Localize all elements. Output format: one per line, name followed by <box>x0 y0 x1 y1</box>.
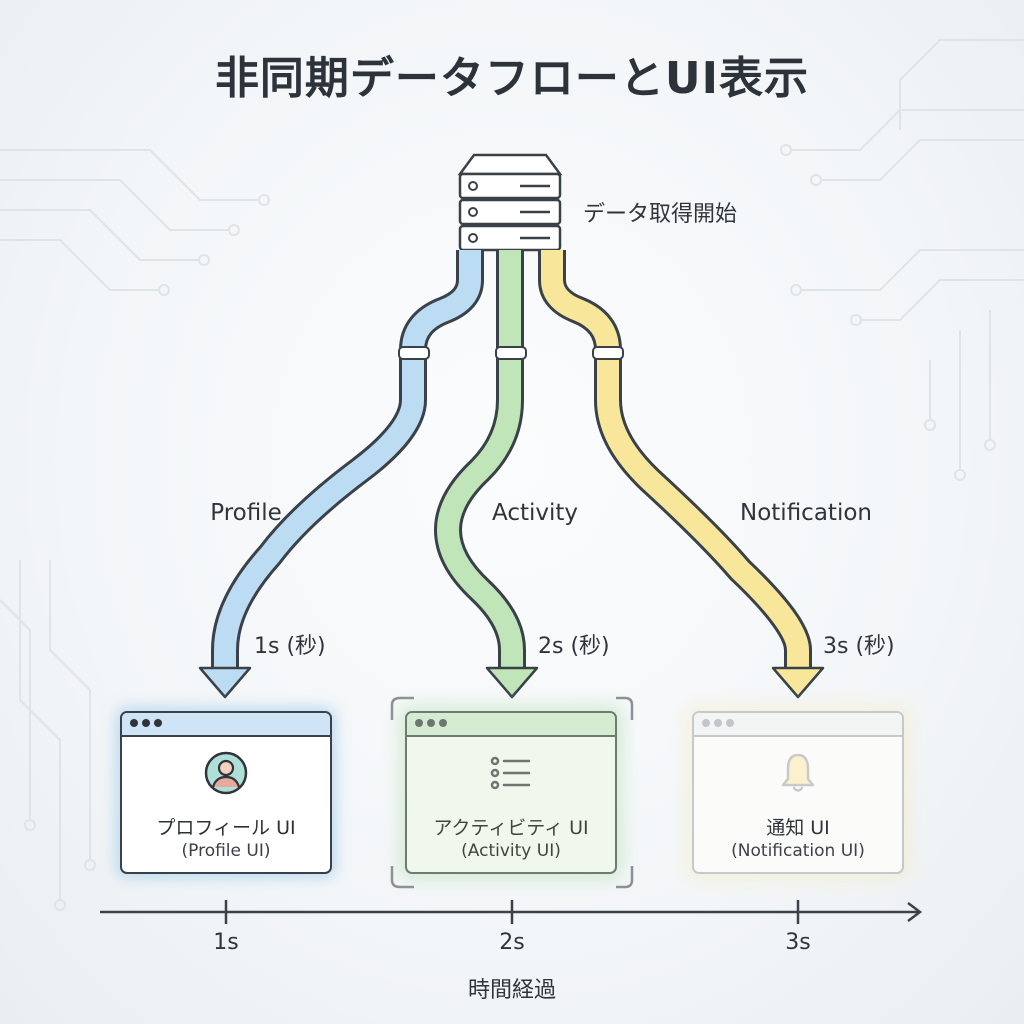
stream-duration-activity: 2s (秒) <box>538 634 610 659</box>
stream-duration-notification: 3s (秒) <box>823 634 895 659</box>
window-subtitle: (Profile UI) <box>181 841 271 861</box>
timeline-tick-1s: 1s <box>213 930 239 955</box>
circuit-nodes <box>24 144 996 911</box>
window-titlebar <box>694 713 902 737</box>
window-titlebar <box>122 713 330 737</box>
pipe-notification <box>538 250 825 699</box>
window-name: 通知 UI <box>766 817 830 839</box>
window-titlebar <box>407 713 615 737</box>
user-avatar-icon <box>204 751 248 795</box>
server-icon <box>457 153 563 252</box>
timeline-label: 時間経過 <box>467 978 557 1003</box>
bell-icon <box>781 753 815 792</box>
stream-label-notification: Notification <box>740 500 872 526</box>
stream-label-activity: Activity <box>491 500 579 526</box>
stream-duration-profile: 1s (秒) <box>254 634 326 659</box>
window-subtitle: (Notification UI) <box>731 841 865 861</box>
window-name: プロフィール UI <box>156 817 296 839</box>
pipe-profile <box>198 250 484 699</box>
profile-ui-window: プロフィール UI (Profile UI) <box>120 711 332 874</box>
window-name: アクティビティ UI <box>433 817 589 839</box>
notification-ui-window: 通知 UI (Notification UI) <box>692 711 904 874</box>
timeline-tick-3s: 3s <box>785 930 811 955</box>
activity-ui-window: アクティビティ UI (Activity UI) <box>405 711 617 874</box>
pipe-activity <box>433 250 539 699</box>
diagram-title: 非同期データフローとUI表示 <box>214 53 810 104</box>
server-label: データ取得開始 <box>583 202 738 227</box>
stream-label-profile: Profile <box>210 500 282 526</box>
activity-focus-brackets <box>390 696 634 889</box>
window-subtitle: (Activity UI) <box>461 841 561 861</box>
timeline-tick-2s: 2s <box>499 930 525 955</box>
list-icon <box>490 756 531 790</box>
timeline-axis <box>100 900 923 924</box>
circuit-decoration <box>0 39 1024 900</box>
